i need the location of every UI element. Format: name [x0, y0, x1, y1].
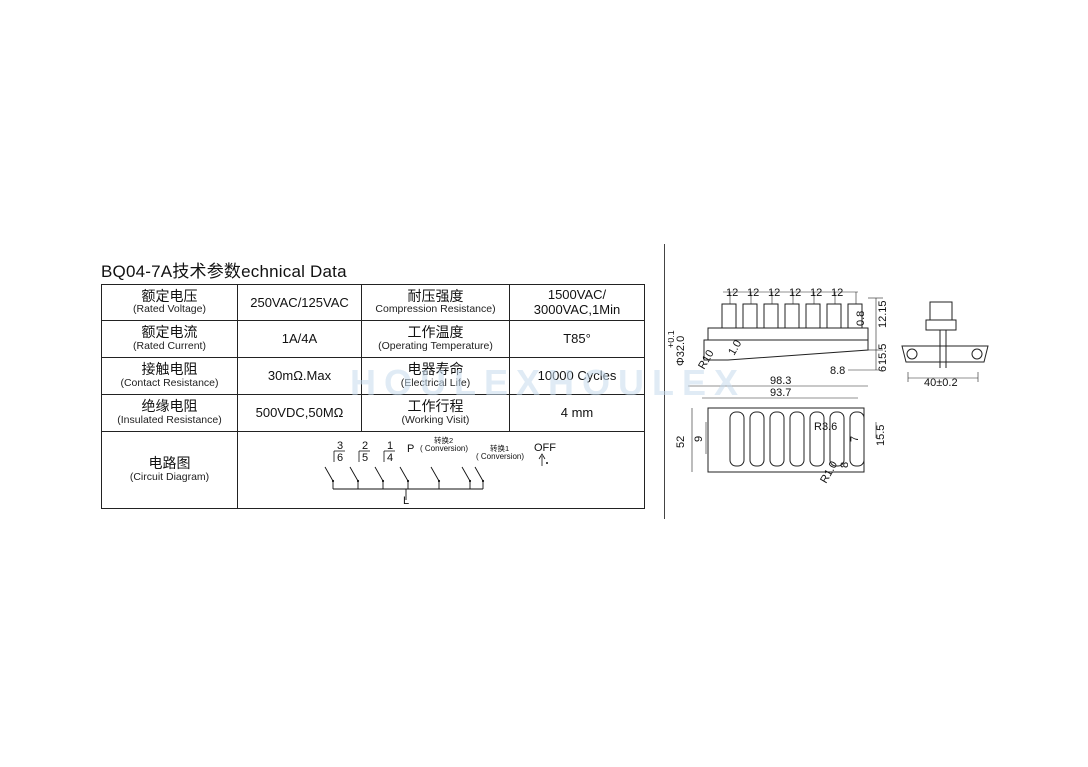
dim-label: 8 — [839, 462, 851, 468]
spec-title: BQ04-7A技术参数echnical Data — [101, 262, 347, 281]
dim-label: 9 — [693, 436, 705, 442]
param-value: 250VAC/125VAC — [237, 284, 362, 321]
dim-label: 93.7 — [770, 387, 791, 399]
dim-label: 98.3 — [770, 375, 791, 387]
dim-label: 12.15 — [877, 300, 889, 328]
vertical-divider — [664, 244, 665, 519]
param-value: 4 mm — [509, 394, 645, 432]
param-label: 工作温度(Operating Temperature) — [361, 320, 510, 358]
table-row: 额定电流(Rated Current) 1A/4A 工作温度(Operating… — [101, 320, 645, 358]
param-value: 500VDC,50MΩ — [237, 394, 362, 432]
pos-label: 1 — [387, 440, 393, 452]
param-label: 工作行程(Working Visit) — [361, 394, 510, 432]
bus-label: L — [403, 495, 409, 507]
dim-label: 12 — [726, 287, 738, 299]
dim-label: 7 — [849, 436, 861, 442]
param-value: 1A/4A — [237, 320, 362, 358]
pos-label: 5 — [362, 452, 368, 464]
param-value: 1500VAC/3000VAC,1Min — [509, 284, 645, 321]
table-row: 接触电阻(Contact Resistance) 30mΩ.Max 电器寿命(E… — [101, 357, 645, 395]
dim-label: 52 — [675, 436, 687, 448]
table-row: 绝缘电阻(Insulated Resistance) 500VDC,50MΩ 工… — [101, 394, 645, 432]
conversion-label: 转换1 — [490, 443, 509, 453]
dim-label: 12 — [810, 287, 822, 299]
param-label: 额定电压(Rated Voltage) — [101, 284, 238, 321]
switch-contacts — [324, 466, 484, 500]
dim-label: 15.5 — [875, 425, 887, 446]
dim-label: 1.0 — [726, 338, 744, 357]
circuit-diagram: 3 2 1 P 6 5 4 转换2 ( Conversion) 转换1 ( Co… — [324, 435, 556, 507]
table-row: 电路图(Circuit Diagram) 3 2 1 P 6 5 4 转换2 (… — [101, 431, 645, 509]
conversion-label: 转换2 — [434, 435, 453, 445]
param-value: T85° — [509, 320, 645, 358]
conversion-label: ( Conversion) — [476, 452, 524, 461]
dim-label: 40±0.2 — [924, 377, 958, 389]
dim-label: 12 — [747, 287, 759, 299]
param-value: 10000 Cycles — [509, 357, 645, 395]
pos-label: 3 — [337, 440, 343, 452]
circuit-diagram-cell: 3 2 1 P 6 5 4 转换2 ( Conversion) 转换1 ( Co… — [237, 431, 645, 509]
pos-label: P — [407, 443, 414, 455]
param-label: 额定电流(Rated Current) — [101, 320, 238, 358]
dim-label: 6 — [877, 366, 889, 372]
dim-label: 12 — [789, 287, 801, 299]
technical-drawing: 12 12 12 12 12 12 12.15 0.8 15.5 6 8.8 Φ… — [668, 287, 989, 486]
param-label: 绝缘电阻(Insulated Resistance) — [101, 394, 238, 432]
dim-label: Φ32.0 — [675, 336, 687, 366]
conversion-label: ( Conversion) — [420, 444, 468, 453]
dim-label: 0.8 — [855, 311, 867, 326]
pos-label: 2 — [362, 440, 368, 452]
dim-label: R3.6 — [814, 421, 837, 433]
dim-label: 12 — [831, 287, 843, 299]
param-value: 30mΩ.Max — [237, 357, 362, 395]
dim-label: 8.8 — [830, 365, 845, 377]
dim-label: 12 — [768, 287, 780, 299]
pos-label: 4 — [387, 452, 393, 464]
off-label: OFF — [534, 442, 556, 454]
param-label: 电器寿命(Electrical Life) — [361, 357, 510, 395]
dim-label: +0.1 — [668, 330, 676, 348]
pos-label: 6 — [337, 452, 343, 464]
param-label: 接触电阻(Contact Resistance) — [101, 357, 238, 395]
dim-label: 15.5 — [877, 344, 889, 365]
param-label: 电路图(Circuit Diagram) — [101, 431, 238, 509]
